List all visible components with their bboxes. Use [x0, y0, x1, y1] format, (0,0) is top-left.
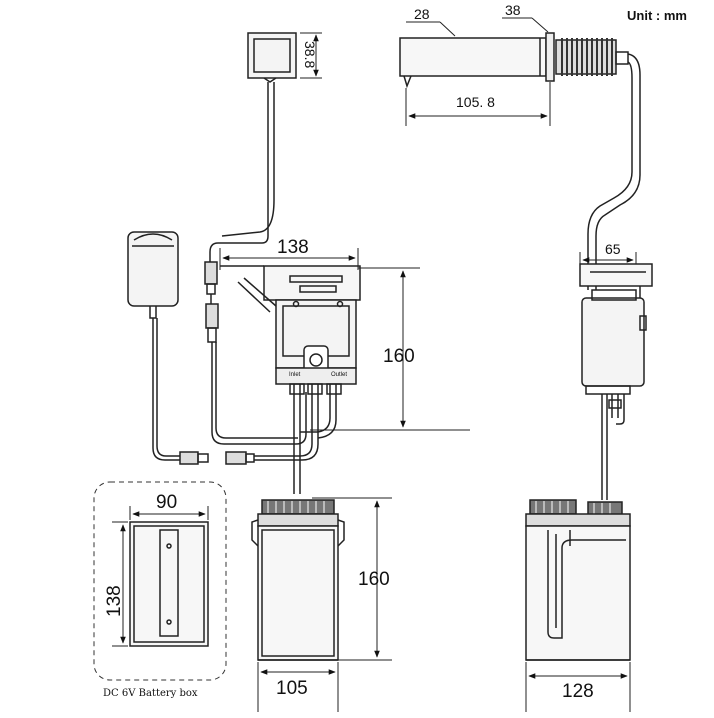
tank-side-width-label: 128 — [562, 681, 594, 702]
tank-front — [251, 499, 345, 661]
tank-front-width-dimension — [257, 662, 339, 712]
tank-height-label: 160 — [358, 569, 390, 590]
outlet-label: Outlet — [331, 372, 347, 378]
spout-tip-label: 28 — [414, 6, 430, 22]
control-box-side — [579, 263, 653, 500]
battery-box-caption: DC 6V Battery box — [103, 688, 198, 699]
sensor-box-height-label: 38.8 — [302, 41, 318, 68]
inlet-label: Inlet — [289, 372, 301, 378]
tank-front-width-label: 105 — [276, 678, 308, 699]
sensor-box-height-dimension — [300, 32, 322, 79]
spout-tip-leader — [406, 21, 456, 37]
spout-base-leader — [502, 17, 549, 33]
spout-length-label: 105. 8 — [456, 94, 495, 110]
tank-height-dimension — [312, 497, 392, 661]
spout-base-label: 38 — [505, 2, 521, 18]
battery-box-height-dimension — [112, 521, 128, 647]
battery-box-outline — [93, 481, 227, 681]
battery-box-width-label: 90 — [156, 492, 177, 513]
spout-length-dimension — [405, 82, 551, 126]
control-box-side-width-dimension — [579, 252, 637, 264]
tank-side — [525, 499, 631, 661]
control-box-height-dimension — [310, 267, 470, 431]
signal-cable — [204, 261, 307, 445]
control-box-width-dimension — [219, 248, 359, 270]
control-box-height-label: 160 — [383, 346, 415, 367]
control-box — [220, 265, 361, 494]
unit-label: Unit : mm — [627, 8, 687, 23]
spout — [399, 32, 641, 290]
control-box-width-label: 138 — [277, 237, 309, 258]
tank-side-width-dimension — [525, 662, 631, 712]
battery-box-width-dimension — [129, 506, 209, 520]
control-box-side-width-label: 65 — [605, 241, 621, 257]
sensor-box — [209, 32, 297, 262]
battery-box-height-label: 138 — [104, 585, 125, 617]
battery-box — [129, 521, 209, 647]
